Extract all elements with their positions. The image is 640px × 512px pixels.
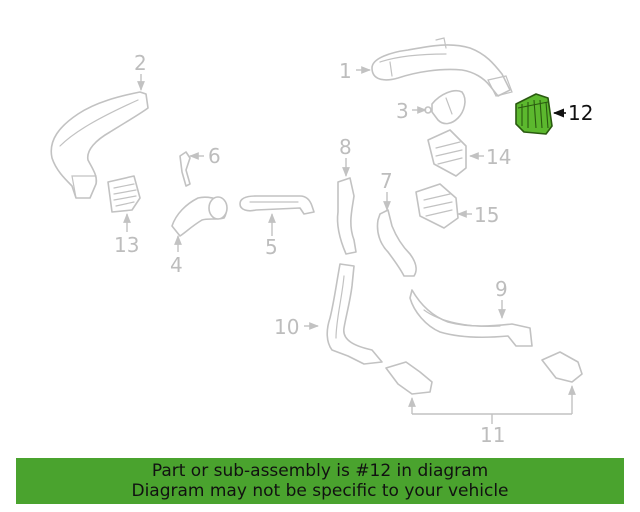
part-11-outlet-left[interactable] — [385, 361, 433, 395]
callout-7: 7 — [380, 169, 393, 193]
callout-9: 9 — [495, 277, 508, 301]
leader-lines — [123, 66, 576, 424]
part-6-clip[interactable] — [179, 151, 191, 187]
part-9-rear-duct[interactable] — [409, 289, 533, 347]
part-15-register[interactable] — [415, 183, 459, 229]
part-1-air-duct[interactable] — [371, 37, 513, 97]
callout-2: 2 — [134, 51, 147, 75]
callout-4: 4 — [170, 253, 183, 277]
part-2-duct[interactable] — [50, 91, 149, 199]
callout-8: 8 — [339, 135, 352, 159]
fitment-notice-banner: Part or sub-assembly is #12 in diagram D… — [16, 458, 624, 504]
part-3-clip[interactable] — [424, 89, 466, 125]
callout-11: 11 — [480, 423, 505, 447]
callout-5: 5 — [265, 235, 278, 259]
callout-1: 1 — [339, 59, 352, 83]
banner-line-part-number: Part or sub-assembly is #12 in diagram — [151, 461, 489, 481]
callout-13: 13 — [114, 233, 139, 257]
part-8-bent-duct[interactable] — [336, 177, 357, 255]
banner-line-disclaimer: Diagram may not be specific to your vehi… — [131, 481, 509, 501]
callout-15: 15 — [474, 203, 499, 227]
callout-10: 10 — [274, 315, 299, 339]
part-7-bent-duct[interactable] — [376, 209, 417, 277]
part-14-register[interactable] — [427, 129, 467, 177]
callout-6: 6 — [208, 144, 221, 168]
callout-14: 14 — [486, 145, 511, 169]
part-11-outlet-right[interactable] — [541, 351, 583, 383]
callout-3: 3 — [396, 99, 409, 123]
part-10-floor-duct[interactable] — [326, 263, 383, 365]
callout-12: 12 — [568, 101, 593, 125]
part-13-register[interactable] — [107, 175, 141, 213]
parts-diagram: 1 2 3 4 5 6 7 8 9 10 11 12 13 14 15 — [50, 37, 593, 447]
part-12-body — [515, 93, 553, 135]
part-4-elbow-duct[interactable] — [171, 196, 228, 237]
part-5-bar-duct[interactable] — [239, 195, 315, 215]
part-12-register-highlighted[interactable] — [515, 93, 553, 135]
